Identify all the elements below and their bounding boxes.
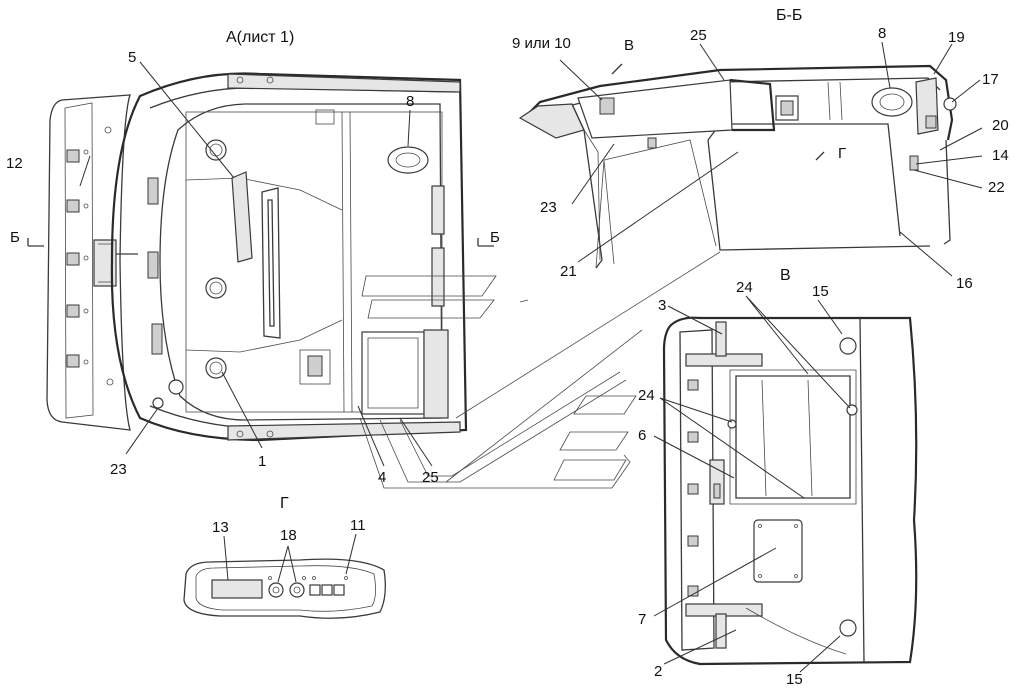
view-bb-title: Б-Б <box>776 7 802 24</box>
view-bb-section <box>518 63 957 269</box>
callout-23-a: 23 <box>110 461 127 478</box>
section-mark-v: В <box>624 37 634 54</box>
v-hatch <box>735 375 851 499</box>
top-rail <box>227 73 461 93</box>
connector-upper <box>147 177 159 205</box>
section-mark-g: Г <box>838 145 846 162</box>
callout-6: 6 <box>638 427 646 444</box>
callout-25-a: 25 <box>422 469 439 486</box>
section-marks: Б Б В Г <box>10 37 846 246</box>
callout-4: 4 <box>378 469 386 486</box>
callout-13: 13 <box>212 519 229 536</box>
view-g-title: Г <box>280 495 289 512</box>
callout-19: 19 <box>948 29 965 46</box>
g-switch-left <box>268 582 284 598</box>
bb-roof-profile <box>527 64 954 141</box>
callout-numbers: 5 12 8 1 23 4 25 13 18 11 9 или 10 25 8 … <box>6 25 1009 688</box>
callout-15-bottom: 15 <box>786 671 803 688</box>
callout-leaders <box>79 41 983 673</box>
g-switch-right <box>289 582 305 598</box>
callout-17: 17 <box>982 71 999 88</box>
callout-2: 2 <box>654 663 662 680</box>
bb-side-wall <box>943 139 951 245</box>
section-mark-b-left: Б <box>10 229 20 246</box>
visor-center <box>261 187 281 339</box>
bb-speaker <box>871 87 913 117</box>
callout-22: 22 <box>988 179 1005 196</box>
bottom-rail <box>227 421 461 441</box>
callout-24-mid: 24 <box>638 387 655 404</box>
section-mark-b-right: Б <box>490 229 500 246</box>
view-v-panel <box>662 316 918 666</box>
speaker-right <box>387 146 429 174</box>
callout-11: 11 <box>350 517 366 534</box>
view-g-panel <box>183 558 386 619</box>
callout-8-a: 8 <box>406 93 414 110</box>
callout-9-or-10: 9 или 10 <box>512 35 571 52</box>
v-frame-outline <box>662 316 918 666</box>
callout-20: 20 <box>992 117 1009 134</box>
callout-8-bb: 8 <box>878 25 886 42</box>
view-titles: А(лист 1) Б-Б В Г <box>226 7 802 512</box>
callout-1: 1 <box>258 453 266 470</box>
callout-14: 14 <box>992 147 1009 164</box>
v-grommet-bottom <box>839 619 857 637</box>
panel-lamps <box>66 149 80 368</box>
v-cover-plate <box>753 519 803 583</box>
ceiling-lamp <box>231 171 253 263</box>
panel-screws <box>83 126 114 386</box>
view-link-leaders <box>359 251 721 489</box>
callout-21: 21 <box>560 263 577 280</box>
hatch-block <box>361 331 425 415</box>
callout-12: 12 <box>6 155 23 172</box>
vent-row <box>205 139 227 379</box>
callout-15-top: 15 <box>812 283 829 300</box>
connector-lower <box>147 251 159 279</box>
section-b-left-mark <box>27 238 44 247</box>
callout-16: 16 <box>956 275 973 292</box>
front-panel-outline <box>46 94 131 431</box>
callout-23-bb: 23 <box>540 199 557 216</box>
g-display <box>211 579 263 599</box>
hinge-bracket <box>93 239 117 287</box>
view-a-title: А(лист 1) <box>226 29 294 46</box>
callout-18: 18 <box>280 527 297 544</box>
callout-25-bb: 25 <box>690 27 707 44</box>
callout-7: 7 <box>638 611 646 628</box>
view-v-title: В <box>780 267 791 284</box>
view-a-roof <box>27 72 494 442</box>
callout-24-top: 24 <box>736 279 753 296</box>
section-b-right-mark <box>477 238 494 247</box>
g-panel-outline <box>183 558 386 619</box>
callout-5: 5 <box>128 49 136 66</box>
v-grommet-top <box>839 337 857 355</box>
callout-3: 3 <box>658 297 666 314</box>
v-lamps <box>687 379 699 597</box>
